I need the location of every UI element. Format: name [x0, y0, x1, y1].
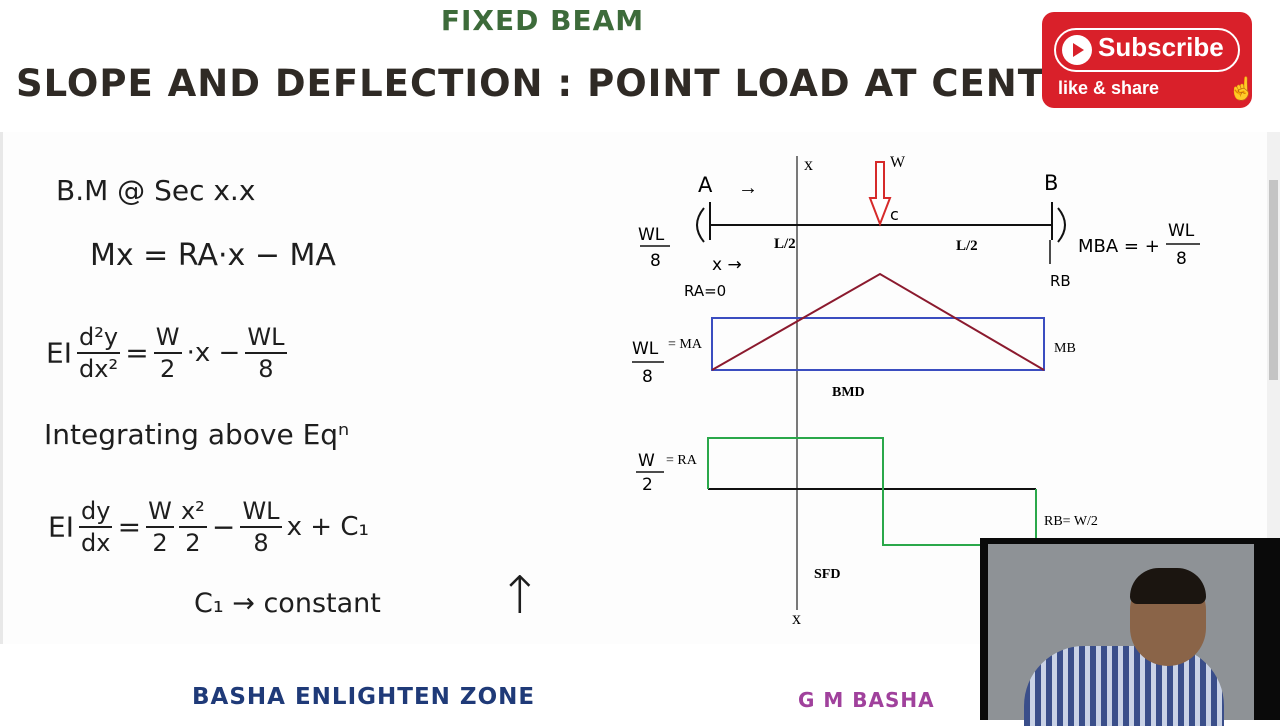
- presenter-shirt: [1024, 646, 1224, 726]
- moment-arc-a: [696, 207, 705, 243]
- x-distance: x →: [712, 255, 742, 275]
- w-den-2: 2: [152, 529, 168, 557]
- minus-sign: −: [211, 510, 236, 544]
- subscribe-button-outline[interactable]: [1054, 28, 1240, 72]
- section-bottom-label: x: [792, 608, 801, 628]
- bmd-ma-label: = MA: [668, 337, 703, 352]
- point-c-label: c: [890, 205, 899, 224]
- rb-label: RB: [1050, 272, 1071, 290]
- scrollbar[interactable]: [1267, 132, 1280, 644]
- share-label: like & share: [1058, 78, 1160, 98]
- wl-den: 8: [258, 355, 274, 383]
- bmd-ma-den: 8: [642, 367, 653, 387]
- ma-den: 8: [650, 251, 661, 271]
- d2y-den: dx²: [79, 355, 119, 383]
- section-top-label: x: [804, 154, 813, 174]
- equals-sign-2: =: [117, 510, 142, 544]
- mba-num: WL: [1168, 221, 1195, 241]
- ma-num: WL: [638, 225, 665, 245]
- arrow-a: →: [738, 177, 758, 199]
- d2y-num: d²y: [77, 322, 121, 354]
- wl-num-2: WL: [240, 496, 282, 528]
- equals-sign: =: [125, 336, 149, 370]
- note-integrating: Integrating above Eqⁿ: [44, 418, 350, 451]
- load-arrow-icon: [868, 161, 892, 227]
- page-title: SLOPE AND DEFLECTION : POINT LOAD AT CEN…: [16, 62, 1100, 105]
- subscribe-badge[interactable]: Subscribe like & share ☝: [1042, 12, 1256, 108]
- wl-num: WL: [245, 322, 287, 354]
- half-span-right: L/2: [956, 238, 978, 254]
- point-b-label: B: [1044, 171, 1058, 195]
- mba-den: 8: [1176, 249, 1187, 269]
- presenter-webcam: [980, 538, 1280, 726]
- x2-num: x²: [178, 496, 207, 528]
- topic-heading: FIXED BEAM: [440, 4, 645, 37]
- dy-num: dy: [79, 496, 113, 528]
- ei-prefix-2: EI: [48, 510, 74, 544]
- half-span-left: L/2: [774, 236, 796, 252]
- play-icon: [1062, 35, 1092, 65]
- fixed-beam-diagram: x x W c A → B L/2 L/2 x → WL 8 RA=0 MBA …: [632, 154, 1200, 628]
- sfd-ra-num: W: [638, 451, 655, 471]
- bmd-triangle: [711, 272, 1045, 371]
- point-a-label: A: [698, 173, 713, 197]
- dy-den: dx: [81, 529, 111, 557]
- note-moment-equation: Mx = RA·x − MA: [90, 238, 336, 273]
- x-term: ·x −: [186, 338, 241, 368]
- load-label: W: [890, 154, 906, 171]
- sfd-rb-label: RB= W/2: [1044, 514, 1098, 529]
- bmd-rectangle: [711, 317, 1045, 371]
- bmd-title: BMD: [832, 385, 865, 400]
- constant-term: x + C₁: [286, 512, 369, 542]
- moment-arc-b: [1057, 207, 1066, 243]
- w-den: 2: [159, 355, 176, 383]
- presenter-hair: [1130, 568, 1206, 604]
- sfd-ra-den: 2: [642, 475, 653, 495]
- mba-label: MBA = +: [1078, 236, 1160, 257]
- channel-name: BASHA ENLIGHTEN ZONE: [192, 684, 536, 710]
- note-bm-section: B.M @ Sec x.x: [56, 174, 256, 207]
- sfd-shear-line: [707, 437, 1037, 546]
- scrollbar-thumb[interactable]: [1269, 180, 1278, 380]
- up-arrow-icon: ↑: [498, 566, 542, 626]
- cursor-hand-icon: ☝: [1228, 76, 1256, 101]
- sfd-title: SFD: [814, 567, 840, 582]
- x2-den: 2: [185, 529, 201, 557]
- w-num-2: W: [146, 496, 174, 528]
- note-constant: C₁ → constant: [194, 588, 381, 619]
- ei-prefix: EI: [46, 336, 72, 370]
- bmd-ma-num: WL: [632, 339, 659, 359]
- sfd-ra-label: = RA: [666, 453, 698, 468]
- bmd-mb-label: MB: [1054, 341, 1076, 356]
- ra-zero: RA=0: [684, 282, 726, 300]
- w-num: W: [153, 322, 182, 354]
- author-name: G M BASHA: [798, 688, 935, 712]
- wl-den-2: 8: [253, 529, 269, 557]
- subscribe-label: Subscribe: [1098, 32, 1224, 62]
